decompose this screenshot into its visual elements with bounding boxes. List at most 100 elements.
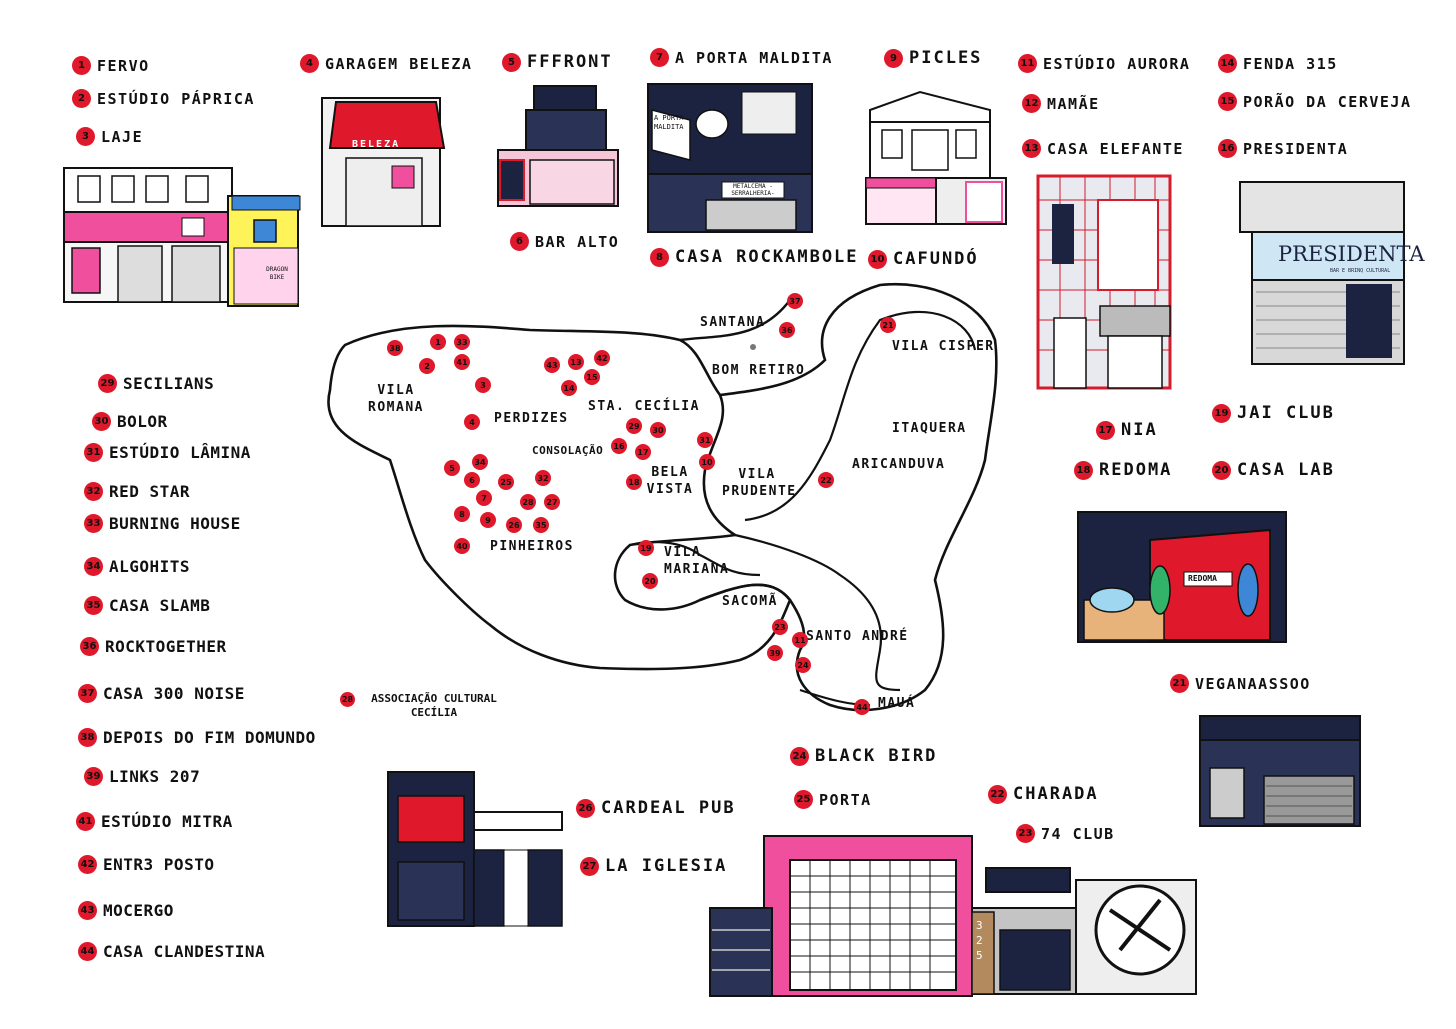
map-marker-42[interactable]: 42: [594, 350, 610, 366]
map-marker-24[interactable]: 24: [795, 657, 811, 673]
map-marker-31[interactable]: 31: [697, 432, 713, 448]
map-marker-7[interactable]: 7: [476, 490, 492, 506]
map-marker-22[interactable]: 22: [818, 472, 834, 488]
map-marker-6[interactable]: 6: [464, 472, 480, 488]
map-marker-20[interactable]: 20: [642, 573, 658, 589]
map-marker-8[interactable]: 8: [454, 506, 470, 522]
map-marker-15[interactable]: 15: [584, 369, 600, 385]
map-marker-37[interactable]: 37: [787, 293, 803, 309]
map-marker-27[interactable]: 27: [544, 494, 560, 510]
map-marker-18[interactable]: 18: [626, 474, 642, 490]
legend-item-28[interactable]: 28 ASSOCIAÇÃO CULTURAL CECÍLIA: [340, 692, 497, 719]
cardeal-illustration: [387, 771, 563, 927]
map-marker-17[interactable]: 17: [635, 444, 651, 460]
map-marker-14[interactable]: 14: [561, 380, 577, 396]
laje-bike-sign: DRAGON BIKE: [266, 266, 288, 281]
map-marker-44[interactable]: 44: [854, 699, 870, 715]
map-marker-34[interactable]: 34: [472, 454, 488, 470]
map-marker-30[interactable]: 30: [650, 422, 666, 438]
map-marker-40[interactable]: 40: [454, 538, 470, 554]
map-marker-25[interactable]: 25: [498, 474, 514, 490]
legend-marker: 10: [868, 249, 887, 269]
legend-marker: 4: [300, 54, 319, 73]
legend-marker: 38: [78, 728, 97, 747]
porta-maldita-sign: A PORTA MALDITA: [654, 114, 684, 131]
map-marker-35[interactable]: 35: [533, 517, 549, 533]
map-marker-38[interactable]: 38: [387, 340, 403, 356]
map-marker-41[interactable]: 41: [454, 354, 470, 370]
legend-marker: 9: [884, 48, 903, 68]
legend-marker: 25: [794, 790, 813, 809]
map-marker-11[interactable]: 11: [792, 632, 808, 648]
map-marker-43[interactable]: 43: [544, 357, 560, 373]
legend-marker: 31: [84, 443, 103, 462]
map-marker-9[interactable]: 9: [480, 512, 496, 528]
map-marker-29[interactable]: 29: [626, 418, 642, 434]
map-marker-3[interactable]: 3: [475, 377, 491, 393]
map-marker-4[interactable]: 4: [464, 414, 480, 430]
map-marker-26[interactable]: 26: [506, 517, 522, 533]
area-itaquera: ITAQUERA: [892, 421, 967, 436]
map-marker-5[interactable]: 5: [444, 460, 460, 476]
map-marker-10[interactable]: 10: [699, 454, 715, 470]
map-marker-36[interactable]: 36: [779, 322, 795, 338]
map-marker-2[interactable]: 2: [419, 358, 435, 374]
map-marker-13[interactable]: 13: [568, 354, 584, 370]
map-marker-23[interactable]: 23: [772, 619, 788, 635]
map-marker-33[interactable]: 33: [454, 334, 470, 350]
map-marker-28[interactable]: 28: [520, 494, 536, 510]
map-marker-39[interactable]: 39: [767, 645, 783, 661]
map-marker-16[interactable]: 16: [611, 438, 627, 454]
map-marker-19[interactable]: 19: [638, 540, 654, 556]
area-pinheiros: PINHEIROS: [490, 539, 574, 554]
map-marker-1[interactable]: 1: [430, 334, 446, 350]
legend-marker: 33: [84, 514, 103, 533]
picles-illustration: [865, 90, 1007, 225]
map-marker-32[interactable]: 32: [535, 470, 551, 486]
map-marker-21[interactable]: 21: [880, 317, 896, 333]
beleza-sign: BELEZA: [352, 139, 401, 150]
